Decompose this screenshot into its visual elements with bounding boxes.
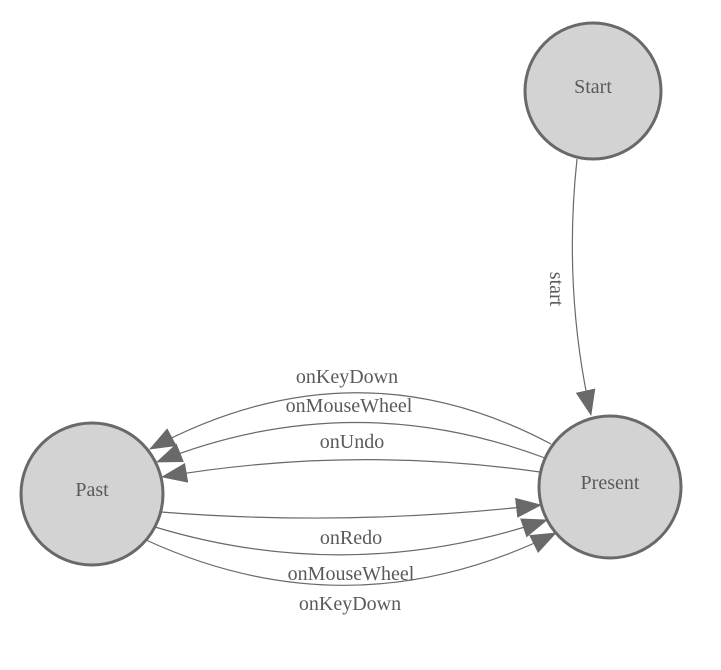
edge-label-onRedo: onRedo <box>320 527 382 549</box>
transition-edge-present-to-past <box>149 392 552 450</box>
edge-label-onUndo: onUndo <box>320 431 384 453</box>
edge-label-onKeyDown: onKeyDown <box>296 366 398 388</box>
edge-label-onMouseWheel: onMouseWheel <box>286 395 413 417</box>
state-node-label-start: Start <box>574 76 612 98</box>
transition-edge-past-to-present <box>154 518 548 556</box>
edge-label-start: start <box>545 272 567 307</box>
edge-label-onMouseWheel: onMouseWheel <box>288 563 415 585</box>
transition-edge-past-to-present <box>160 497 542 519</box>
state-node-past <box>19 421 165 567</box>
transition-edge-past-to-present <box>145 532 557 586</box>
edge-label-onKeyDown: onKeyDown <box>299 593 401 615</box>
transition-edge-present-to-past <box>161 459 541 483</box>
state-node-start <box>523 21 663 161</box>
state-node-present <box>537 414 683 560</box>
state-node-label-present: Present <box>581 472 640 494</box>
state-node-label-past: Past <box>75 479 109 501</box>
transition-edge-start-to-present <box>571 158 596 416</box>
transition-edge-present-to-past <box>156 421 546 463</box>
